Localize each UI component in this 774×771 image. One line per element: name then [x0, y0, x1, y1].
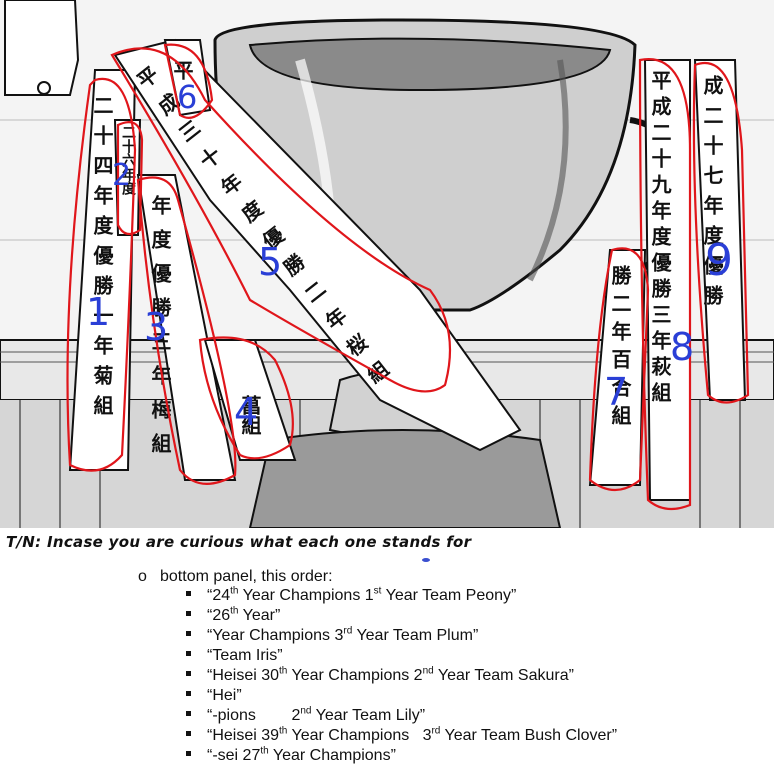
ink-mark [422, 558, 430, 562]
list-item: “Year Champions 3rd Year Team Plum” [186, 626, 617, 646]
item-text: “Team Iris” [207, 647, 283, 664]
square-bullet-icon [186, 711, 191, 717]
ribbon-text-6: 平 [170, 60, 194, 80]
annotation-number-3: 3 [144, 305, 168, 349]
list-item: “-pions 2nd Year Team Lily” [186, 706, 617, 726]
item-text: “Hei” [207, 687, 242, 704]
list-item: “24th Year Champions 1st Year Team Peony… [186, 586, 617, 606]
list-item: “Heisei 39th Year Champions 3rd Year Tea… [186, 726, 617, 746]
ribbon-text-9: 成二十七年度優勝 [700, 74, 724, 315]
sub-heading: o bottom panel, this order: [138, 568, 333, 586]
ordinal-suffix: rd [343, 625, 353, 637]
ribbon-text-4: 菖組 [238, 394, 262, 435]
item-text: “-sei 27 [207, 747, 261, 764]
item-text: “-pions 2 [207, 707, 301, 724]
item-text: Year Team Sakura” [433, 667, 574, 684]
list-item: “26th Year” [186, 606, 617, 626]
ribbon-text-2: 二十六年度 [120, 125, 136, 196]
item-text: Year Team Plum” [352, 627, 479, 644]
list-item: “Team Iris” [186, 646, 617, 666]
annotation-number-5: 5 [258, 240, 282, 284]
annotation-number-2: 2 [112, 158, 131, 193]
item-text: “24 [207, 587, 231, 604]
annotation-number-6: 6 [177, 78, 197, 116]
sub-bullet: o [138, 568, 147, 585]
ordinal-suffix: rd [431, 725, 441, 737]
annotation-number-8: 8 [670, 325, 694, 369]
square-bullet-icon [186, 631, 191, 637]
ordinal-suffix: st [373, 585, 382, 597]
item-text: “Year Champions 3 [207, 627, 344, 644]
ordinal-suffix: nd [422, 665, 434, 677]
square-bullet-icon [186, 671, 191, 677]
list-item: “Hei” [186, 686, 617, 706]
ordinal-suffix: th [260, 745, 269, 757]
item-text: Year Champions 1 [238, 587, 374, 604]
square-bullet-icon [186, 691, 191, 697]
square-bullet-icon [186, 731, 191, 737]
list-item: “Heisei 30th Year Champions 2nd Year Tea… [186, 666, 617, 686]
square-bullet-icon [186, 591, 191, 597]
ordinal-suffix: th [230, 605, 239, 617]
annotation-outlines [66, 43, 750, 511]
annotation-number-7: 7 [604, 370, 628, 414]
ribbon-text-8: 平成二十九年度優勝三年萩組 [648, 70, 672, 408]
ordinal-suffix: th [230, 585, 239, 597]
square-bullet-icon [186, 651, 191, 657]
item-text: Year Team Lily” [311, 707, 426, 724]
ribbon-text-7: 勝二年百合組 [608, 265, 632, 433]
square-bullet-icon [186, 611, 191, 617]
ribbon-text-1: 二十四年度優勝一年菊組 [90, 95, 114, 425]
ordinal-suffix: nd [300, 705, 312, 717]
item-text: Year Champions 2 [287, 667, 423, 684]
sub-heading-text: bottom panel, this order: [160, 568, 333, 585]
square-bullet-icon [186, 751, 191, 757]
item-text: “26 [207, 607, 231, 624]
annotation-number-4: 4 [234, 390, 258, 434]
annotation-number-9: 9 [705, 235, 733, 286]
translator-note: T/N: Incase you are curious what each on… [6, 533, 472, 551]
manga-panel: 二十四年度優勝一年菊組 二十六年度 年度優勝三年梅組 菖組 平成三十年度優勝二年… [0, 0, 774, 528]
item-text: Year” [238, 607, 281, 624]
item-text: Year Team Peony” [381, 587, 517, 604]
item-text: “Heisei 30 [207, 667, 280, 684]
item-text: Year Champions 3 [287, 727, 432, 744]
ordinal-suffix: th [279, 665, 288, 677]
item-text: “Heisei 39 [207, 727, 280, 744]
list-item: “-sei 27th Year Champions” [186, 746, 617, 766]
ordinal-suffix: th [279, 725, 288, 737]
ribbon-text-3: 年度優勝三年梅組 [148, 194, 172, 467]
translation-list: “24th Year Champions 1st Year Team Peony… [186, 586, 617, 766]
item-text: Year Team Bush Clover” [440, 727, 618, 744]
annotation-number-1: 1 [86, 290, 110, 334]
item-text: Year Champions” [268, 747, 396, 764]
